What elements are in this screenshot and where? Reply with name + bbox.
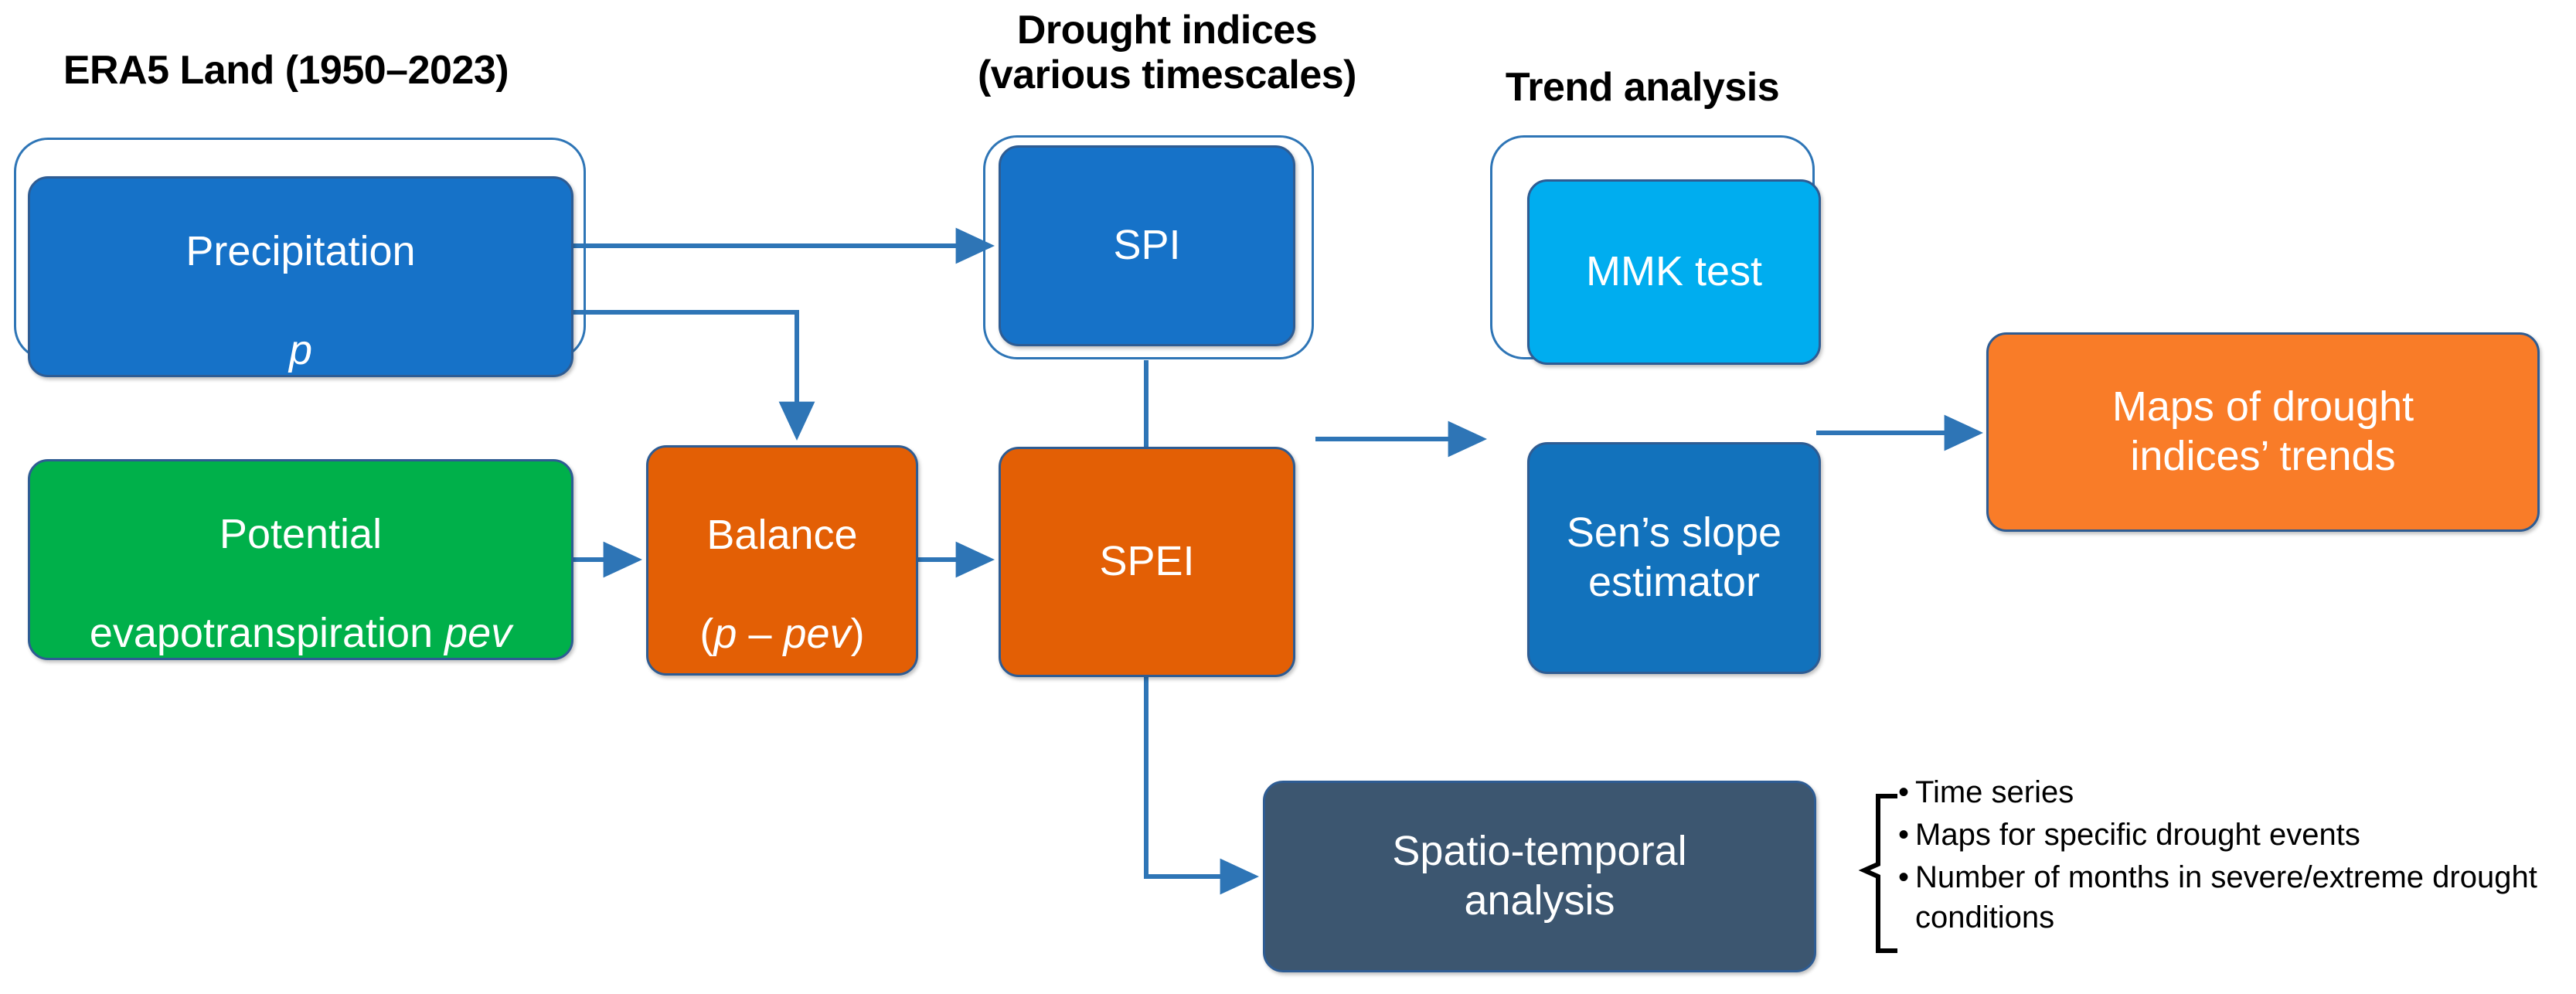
node-balance-paren-open: ( [699, 610, 714, 657]
node-spei-label: SPEI [1099, 538, 1195, 585]
node-pev-symbol: pev [444, 609, 512, 656]
node-balance-paren-close: ) [850, 610, 865, 657]
node-spi-label: SPI [1113, 222, 1181, 269]
node-precipitation-line1: Precipitation [185, 228, 416, 275]
node-balance-minus: – [737, 610, 784, 657]
node-balance[interactable]: Balance (p – pev) [646, 445, 918, 676]
node-pev-line2: evapotranspiration [89, 609, 445, 656]
node-mmk-test-label: MMK test [1585, 248, 1763, 295]
node-sens-slope-estimator[interactable]: Sen’s slope estimator [1527, 442, 1821, 674]
node-maps-of-drought-indices-trends[interactable]: Maps of drought indices’ trends [1986, 332, 2540, 532]
list-item: • Time series [1898, 773, 2576, 812]
node-balance-symbol-p: p [713, 610, 737, 657]
node-maps-label: Maps of drought indices’ trends [2112, 383, 2414, 479]
list-item-label: Maps for specific drought events [1915, 818, 2360, 853]
node-balance-symbol-pev: pev [783, 610, 851, 657]
bullet-icon: • [1898, 860, 1910, 895]
node-mmk-test[interactable]: MMK test [1527, 179, 1821, 365]
node-pev-line1: Potential [219, 511, 383, 558]
bullet-icon: • [1898, 775, 1910, 809]
node-spei[interactable]: SPEI [999, 447, 1295, 677]
node-spi[interactable]: SPI [999, 145, 1295, 346]
spatio-temporal-outputs-list: • Time series • Maps for specific drough… [1898, 773, 2576, 941]
group-container-drought-indices [983, 135, 1314, 359]
list-item: • Number of months in severe/extreme dro… [1898, 858, 2576, 937]
node-potential-evapotranspiration[interactable]: Potential evapotranspiration pev [28, 459, 573, 660]
node-spatio-temporal-analysis[interactable]: Spatio-temporal analysis [1263, 781, 1816, 972]
list-item: • Maps for specific drought events [1898, 815, 2576, 855]
list-item-label: Time series [1915, 775, 2074, 809]
node-precipitation[interactable]: Precipitation p [28, 176, 573, 377]
group-title-trend-analysis: Trend analysis [1505, 65, 1780, 110]
list-item-label: Number of months in severe/extreme droug… [1915, 860, 2537, 934]
group-title-era5-land: ERA5 Land (1950–2023) [63, 48, 509, 93]
node-precipitation-symbol: p [288, 326, 313, 373]
node-balance-line1: Balance [706, 512, 858, 559]
bullet-icon: • [1898, 818, 1910, 853]
connector-precipitation-to-balance [573, 310, 815, 441]
node-sens-slope-label: Sen’s slope estimator [1566, 509, 1782, 605]
group-title-drought-indices: Drought indices (various timescales) [977, 8, 1357, 98]
output-brace [1858, 794, 1897, 953]
node-spatio-temporal-label: Spatio-temporal analysis [1392, 828, 1687, 924]
